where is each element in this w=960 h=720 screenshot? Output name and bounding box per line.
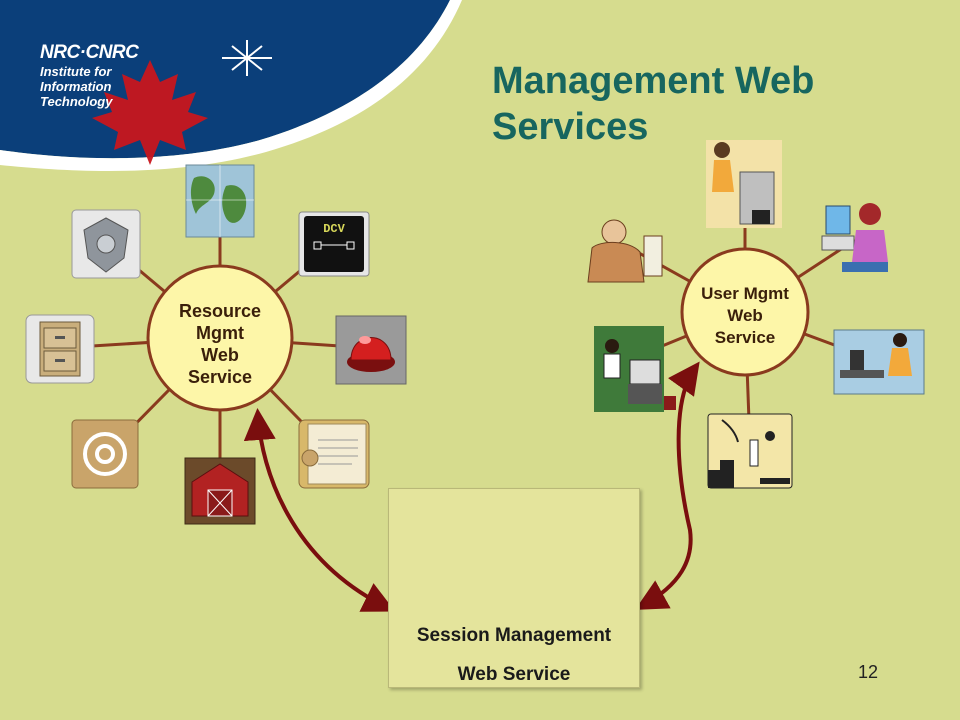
police-badge-icon xyxy=(71,209,141,279)
session-label-line-2: Web Service xyxy=(457,664,571,685)
logo-brand: NRC·CNRC xyxy=(40,42,139,63)
logo-line-2: Information xyxy=(40,79,112,94)
resource-line-3: Web xyxy=(201,345,239,365)
user-line-3: Service xyxy=(714,328,776,347)
resource-session-arrow xyxy=(243,408,396,612)
user-hub-label: User Mgmt Web Service xyxy=(688,283,802,349)
title-line-1: Management Web xyxy=(492,60,815,102)
resource-hub-label: Resource Mgmt Web Service xyxy=(160,300,280,388)
dcv-icon xyxy=(298,211,370,277)
page-number: 12 xyxy=(858,662,879,682)
red-alarm-light-icon xyxy=(335,315,407,385)
resource-line-4: Service xyxy=(187,367,253,387)
sparkle-icon xyxy=(222,40,272,76)
page-title: Management Web Services xyxy=(492,58,912,150)
resource-hub-circle xyxy=(146,264,294,412)
session-label-line-1: Session Management xyxy=(416,625,612,646)
office-worker-icon xyxy=(594,326,676,412)
world-map-icon xyxy=(185,164,255,238)
file-cabinet-icon xyxy=(25,314,95,384)
dcv-label: DCV xyxy=(323,222,345,236)
resource-line-1: Resource xyxy=(178,301,262,321)
user-line-1: User Mgmt xyxy=(701,284,789,303)
logo-line-3: Technology xyxy=(40,94,113,109)
user-session-arrow xyxy=(634,361,700,610)
email-at-icon xyxy=(71,419,139,489)
session-management-box: Session Management Web Service xyxy=(388,488,640,688)
night-office-icon xyxy=(707,413,793,489)
title-line-2: Services xyxy=(492,106,649,148)
man-with-headset-icon xyxy=(587,219,663,283)
woman-at-computer-icon xyxy=(821,203,888,272)
woman-at-desk-icon xyxy=(706,140,782,228)
woman-typing-icon xyxy=(833,329,925,395)
logo-line-1: Institute for xyxy=(40,64,112,79)
user-hub-circle xyxy=(680,247,810,377)
nrc-banner xyxy=(0,0,462,172)
barn-icon xyxy=(184,457,256,525)
user-line-2: Web xyxy=(727,306,763,325)
maple-leaf-icon xyxy=(92,60,208,165)
address-book-icon xyxy=(298,419,370,489)
nrc-logo: NRC·CNRC Institute for Information Techn… xyxy=(40,42,139,109)
resource-line-2: Mgmt xyxy=(196,323,244,343)
